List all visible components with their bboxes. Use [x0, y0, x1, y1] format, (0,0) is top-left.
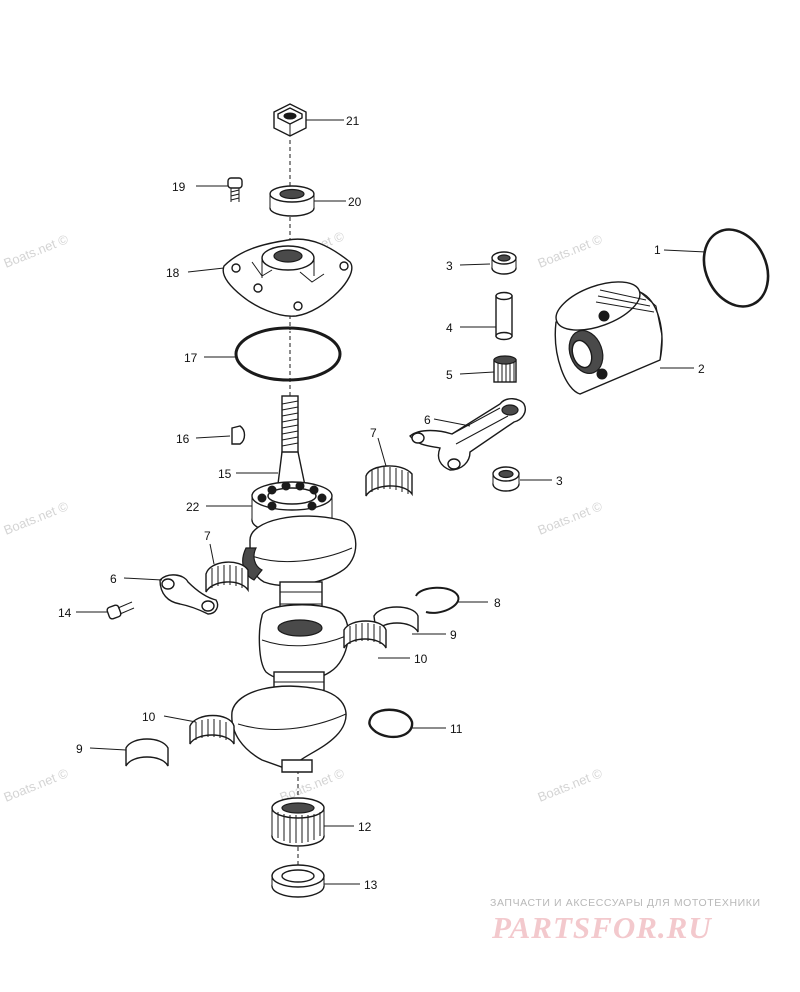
part-3-washer-top — [491, 251, 517, 275]
callout-13: 13 — [364, 878, 378, 892]
part-5-needle-bearing — [493, 355, 517, 383]
callout-2: 2 — [698, 362, 705, 376]
part-15-crankshaft — [231, 395, 357, 773]
part-2-piston — [554, 281, 663, 395]
callout-20: 20 — [348, 195, 362, 209]
part-3-washer-bottom — [492, 466, 520, 492]
callout-1: 1 — [654, 243, 661, 257]
part-10-needle-cage-right — [343, 620, 387, 649]
part-21-nut — [273, 103, 307, 137]
callout-17: 17 — [184, 351, 198, 365]
callout-9: 9 — [76, 742, 83, 756]
part-11-retaining-ring — [368, 708, 414, 739]
part-6-connecting-rod — [409, 398, 526, 471]
callout-9: 9 — [450, 628, 457, 642]
callout-12: 12 — [358, 820, 372, 834]
callout-3: 3 — [446, 259, 453, 273]
watermark: Boats.net © — [2, 231, 71, 271]
callout-21: 21 — [346, 114, 360, 128]
part-10-needle-cage-left — [189, 714, 235, 745]
callout-8: 8 — [494, 596, 501, 610]
part-1-piston-ring — [702, 228, 770, 308]
callout-15: 15 — [218, 467, 232, 481]
callout-6: 6 — [424, 413, 431, 427]
callout-22: 22 — [186, 500, 200, 514]
watermark: Boats.net © — [536, 498, 605, 538]
callout-6: 6 — [110, 572, 117, 586]
callout-10: 10 — [414, 652, 428, 666]
part-14-bolt — [106, 601, 135, 620]
brand-logo: PARTSFOR.RU — [492, 910, 712, 945]
part-13-seal — [271, 864, 325, 898]
part-8-retaining-ring — [415, 586, 460, 614]
part-16-key — [231, 425, 246, 445]
callout-16: 16 — [176, 432, 190, 446]
callout-14: 14 — [58, 606, 72, 620]
callout-18: 18 — [166, 266, 180, 280]
callout-11: 11 — [450, 722, 463, 736]
part-17-o-ring — [234, 326, 342, 382]
part-18-plate — [222, 238, 353, 317]
callout-5: 5 — [446, 368, 453, 382]
part-19-bolt — [227, 177, 243, 202]
part-9-race-left — [125, 738, 169, 767]
part-4-wrist-pin — [495, 291, 513, 341]
part-20-seal — [269, 185, 315, 217]
bearing-balls — [257, 481, 327, 511]
part-12-roller-bearing — [271, 797, 325, 847]
part-6-rod-cap — [159, 574, 219, 615]
callout-3: 3 — [556, 474, 563, 488]
callout-7: 7 — [204, 529, 211, 543]
callout-4: 4 — [446, 321, 453, 335]
watermark: Boats.net © — [536, 231, 605, 271]
part-7-needle-cage-right — [365, 465, 413, 497]
callout-19: 19 — [172, 180, 186, 194]
brand-tagline: ЗАПЧАСТИ И АКСЕССУАРЫ ДЛЯ МОТОТЕХНИКИ — [490, 897, 761, 909]
callout-10: 10 — [142, 710, 156, 724]
callout-7: 7 — [370, 426, 377, 440]
leader-lines — [76, 119, 707, 885]
watermark: Boats.net © — [2, 498, 71, 538]
watermark: Boats.net © — [536, 765, 605, 805]
watermark: Boats.net © — [2, 765, 71, 805]
part-7-needle-cage-left — [205, 561, 249, 593]
callouts: 21 20 19 18 17 16 15 22 1 2 3 4 5 6 3 7 … — [58, 114, 705, 892]
